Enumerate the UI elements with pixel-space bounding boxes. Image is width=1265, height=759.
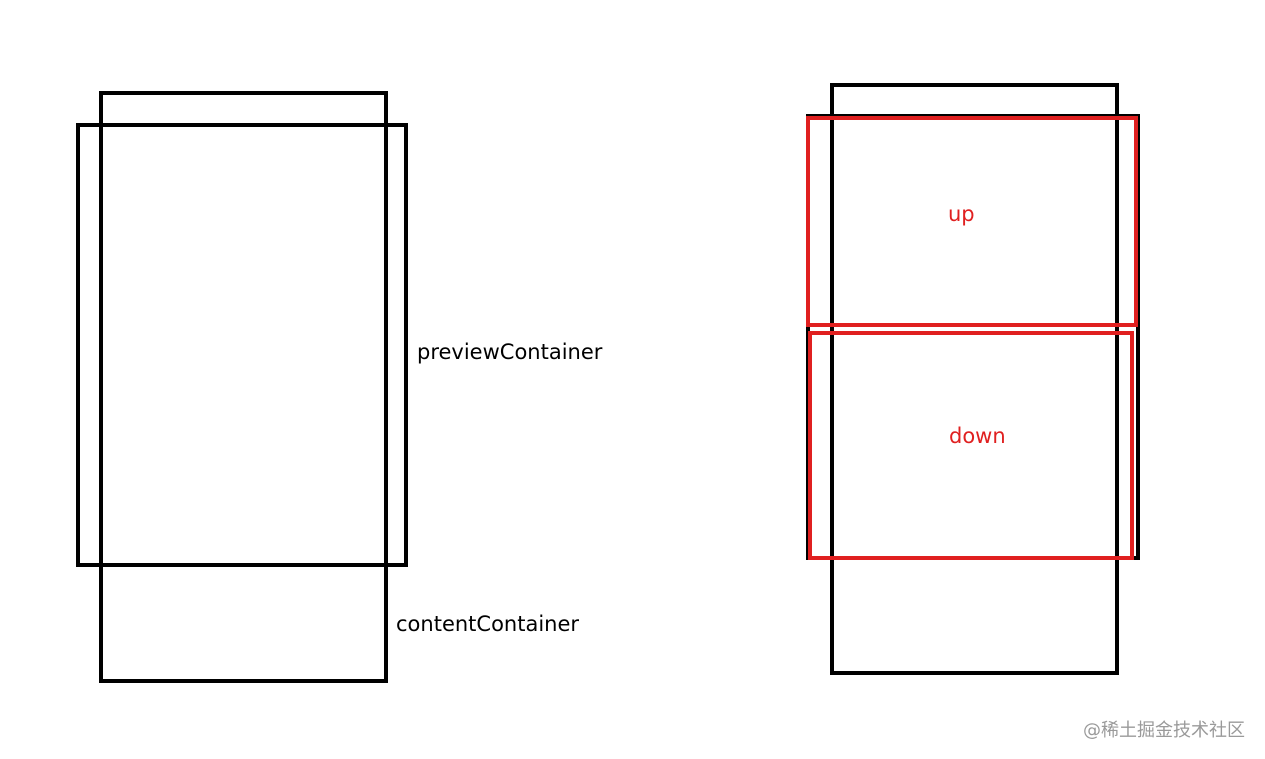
down-region-box: [808, 331, 1134, 560]
up-label: up: [948, 202, 975, 226]
content-container-label: contentContainer: [396, 612, 580, 636]
down-label: down: [949, 424, 1006, 448]
preview-container-box: [76, 123, 408, 567]
watermark: @稀土掘金技术社区: [1083, 720, 1245, 741]
up-region-box: [806, 116, 1138, 327]
preview-container-label: previewContainer: [417, 340, 603, 364]
content-container-box-right: [830, 83, 1119, 675]
content-container-box: [99, 91, 388, 683]
